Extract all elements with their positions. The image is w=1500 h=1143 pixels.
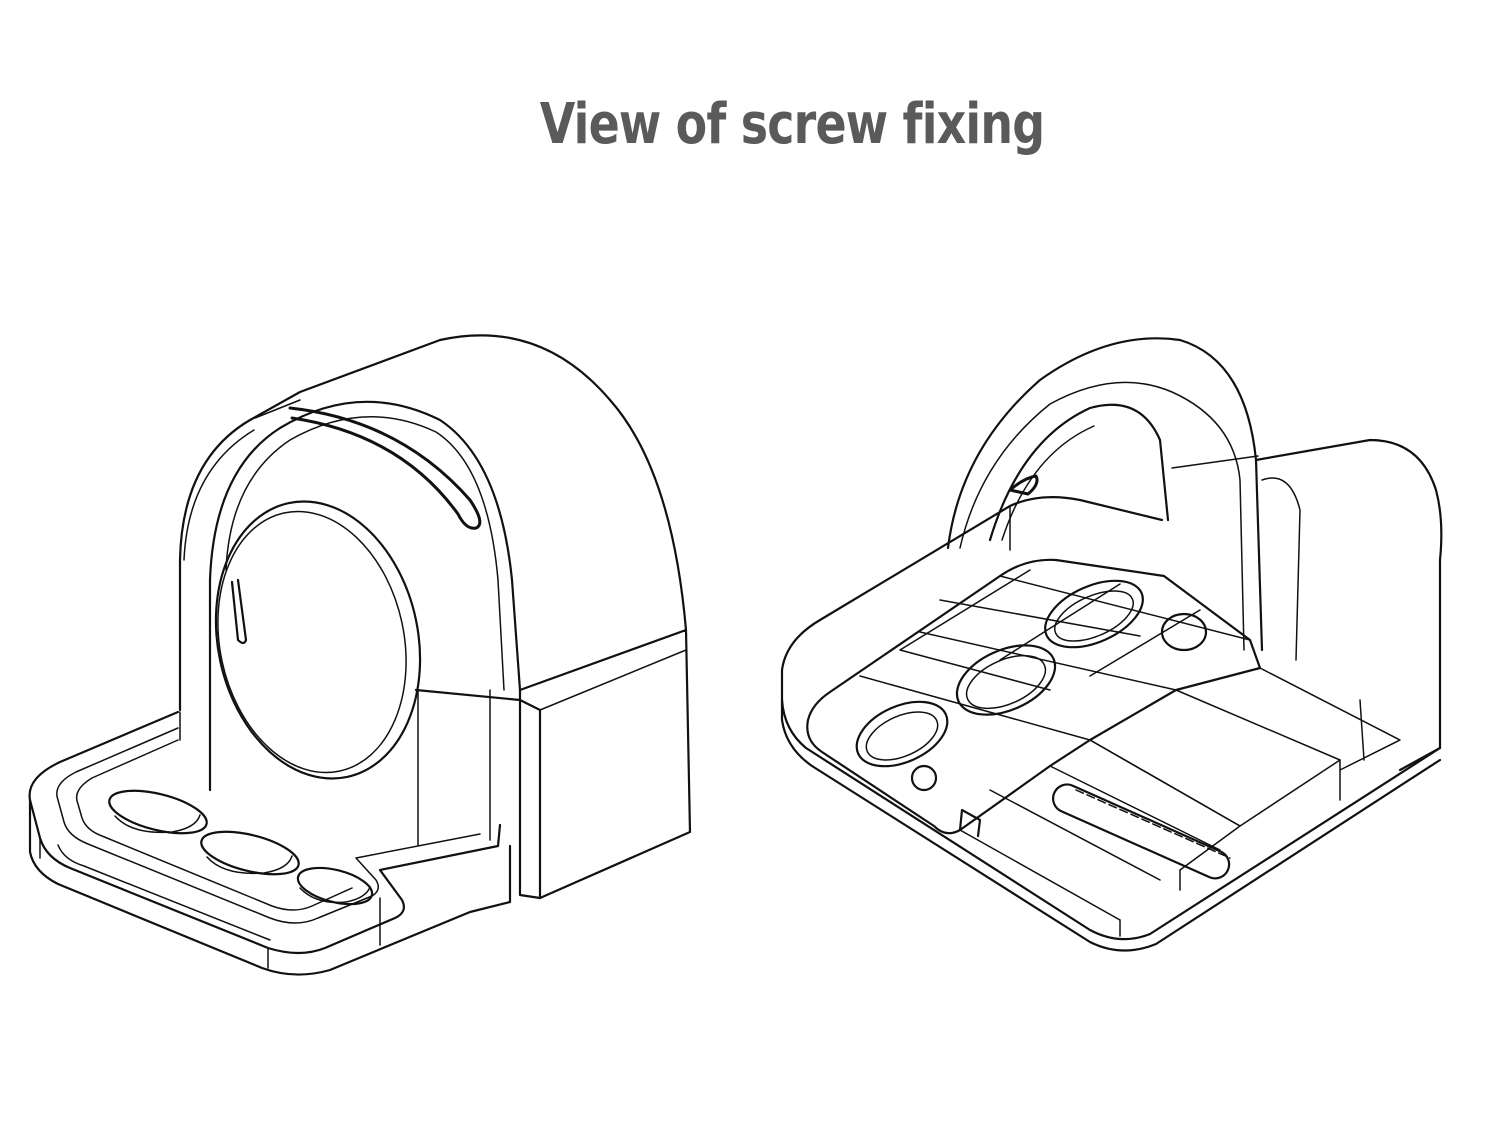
base-plate-bottom-edge	[28, 798, 512, 976]
right-block	[518, 628, 692, 900]
cable-opening	[214, 500, 422, 780]
base-plate-inner-rim	[56, 727, 481, 924]
body-top-arch	[178, 334, 688, 712]
underside-logo-slot	[1051, 783, 1231, 880]
top-slot	[288, 406, 482, 530]
mount-underside-view	[780, 337, 1443, 952]
body-front-arch	[208, 400, 522, 692]
underside-screw-slots	[855, 579, 1208, 792]
underside-right-box	[1254, 438, 1443, 772]
underside-back-arch	[946, 337, 1264, 652]
underside-ribs	[859, 569, 1401, 937]
base-screw-holes	[108, 789, 374, 906]
underside-base-outer	[780, 496, 1442, 941]
mount-front-view	[28, 334, 692, 976]
diagram-title: View of screw fixing	[539, 92, 1045, 157]
